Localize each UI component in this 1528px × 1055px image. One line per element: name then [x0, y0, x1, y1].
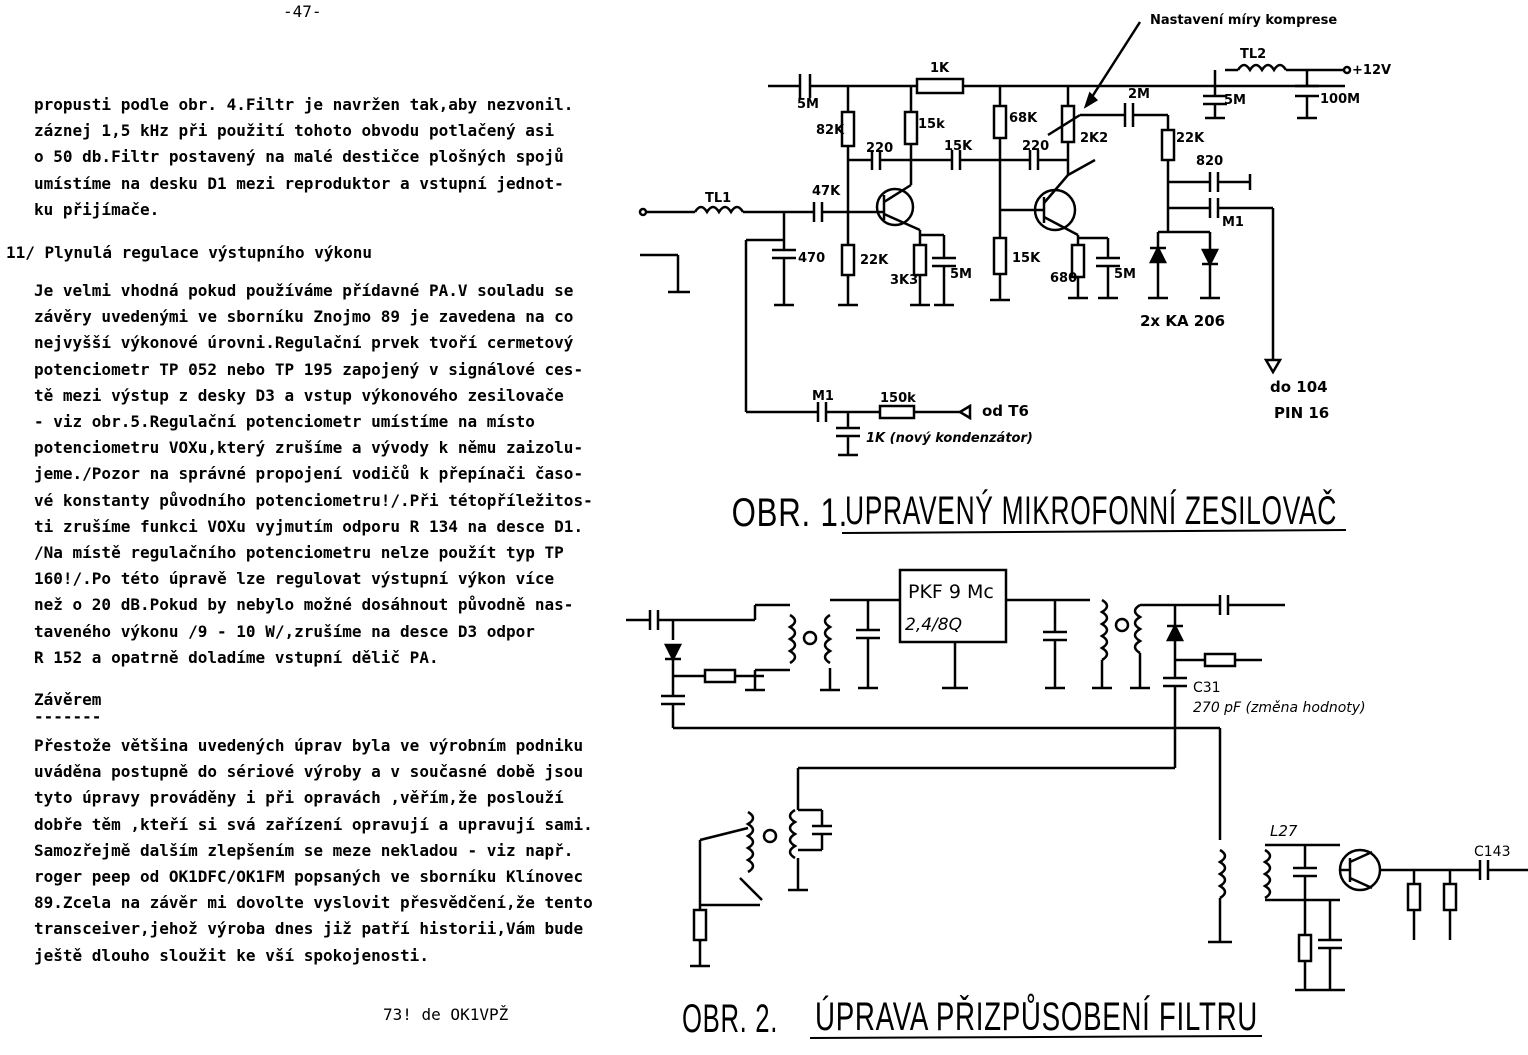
label-ka206: 2x KA 206	[1140, 312, 1225, 330]
text-line: o 50 db.Filtr postavený na malé destičce…	[34, 147, 564, 167]
label-220-b: 220	[1022, 139, 1049, 154]
label-l27: L27	[1270, 822, 1298, 840]
label-do104: do 104	[1270, 378, 1328, 396]
label-3k3: 3K3	[890, 273, 918, 288]
label-2m: 2M	[1128, 87, 1150, 102]
fig1-schematic: Nastavení míry komprese 5M 1K TL2 +12V 5…	[638, 13, 1391, 535]
text-line: transceiver,jehož výroba dnes již patří …	[34, 919, 584, 939]
text-line: nejvyšší výkonové úrovni.Regulační prvek…	[34, 333, 574, 353]
label-od-t6: od T6	[982, 402, 1029, 420]
label-82k: 82K	[816, 123, 845, 138]
text-line: tyto úpravy prováděny i při opravách ,vě…	[34, 788, 564, 808]
paragraph-filter: propusti podle obr. 4.Filtr je navržen t…	[34, 92, 614, 223]
section-heading-11: 11/ Plynulá regulace výstupního výkonu	[6, 243, 373, 262]
label-c31: C31	[1193, 680, 1221, 696]
text-line: 160!/.Po této úpravě lze regulovat výstu…	[34, 569, 555, 589]
text-line: /Na místě regulačního potenciometru nelz…	[34, 543, 564, 563]
text-line: jeme./Pozor na správné propojení vodičů …	[34, 464, 584, 484]
text-line: ti zrušíme funkci VOXu vyjmutím odporu R…	[34, 516, 584, 536]
label-47k: 47K	[812, 184, 841, 199]
label-tl2: TL2	[1240, 47, 1266, 62]
label-820: 820	[1196, 154, 1223, 169]
fig2-title-underline	[809, 1035, 1263, 1039]
label-c143: C143	[1474, 844, 1511, 860]
text-line: propusti podle obr. 4.Filtr je navržen t…	[34, 95, 574, 114]
text-line: ještě dlouho sloužit ke vší spokojenosti…	[34, 945, 429, 965]
text-line: uváděna postupně do sériové výroby a v s…	[34, 762, 584, 782]
label-pin16: PIN 16	[1274, 404, 1329, 422]
label-5m-d: 5M	[1114, 267, 1136, 282]
label-220-a: 220	[866, 141, 893, 156]
text-line: dobře těm ,kteří si svá zařízení opravuj…	[34, 814, 593, 834]
label-5m-b: 5M	[1224, 93, 1246, 108]
text-line: - viz obr.5.Regulační potenciometr umíst…	[34, 412, 535, 432]
label-2k2: 2K2	[1080, 131, 1108, 146]
text-line: R 152 a opatrně doladíme vstupní dělič P…	[34, 647, 439, 667]
label-470: 470	[798, 251, 825, 266]
section-heading-conclusion: Závěrem	[34, 690, 102, 709]
label-c31-value: 270 pF (změna hodnoty)	[1193, 700, 1366, 716]
text-line: potenciometru VOXu,který zrušíme a vývod…	[34, 438, 584, 458]
page-number: -47-	[283, 2, 322, 21]
fig1-annotation: Nastavení míry komprese	[1150, 13, 1337, 28]
text-line: než o 20 dB.Pokud by nebylo možné dosáhn…	[34, 595, 574, 615]
heading-underline: -------	[34, 707, 102, 726]
fig1-title-prefix: OBR. 1.	[732, 490, 848, 535]
label-150k: 150k	[880, 391, 916, 406]
label-680: 680	[1050, 271, 1077, 286]
paragraph-conclusion: Přestože většina uvedených úprav byla ve…	[34, 733, 614, 969]
label-22k-b: 22K	[860, 253, 889, 268]
fig2-title: ÚPRAVA PŘIZPŮSOBENÍ FILTRU	[815, 992, 1258, 1039]
text-line: taveného výkonu /9 - 10 W/,zrušíme na de…	[34, 621, 535, 641]
text-line: Samozřejmě dalším zlepšením se meze nekl…	[34, 840, 574, 860]
label-15k-a: 15k	[918, 117, 945, 132]
text-line: umístíme na desku D1 mezi reproduktor a …	[34, 173, 564, 193]
fig1-title: UPRAVENÝ MIKROFONNÍ ZESILOVAČ	[845, 488, 1337, 533]
label-5m-a: 5M	[797, 97, 819, 112]
label-m1-a: M1	[1222, 215, 1244, 230]
label-m1-b: M1	[812, 389, 834, 404]
text-line: ku přijímače.	[34, 199, 160, 219]
label-68k: 68K	[1009, 111, 1038, 126]
label-15k-c: 15K	[1012, 251, 1041, 266]
label-12v: +12V	[1352, 63, 1391, 78]
signature: 73! de OK1VPŽ	[383, 1005, 509, 1024]
label-15k-b: 15K	[944, 139, 973, 154]
paragraph-output-power: Je velmi vhodná pokud používáme přídavné…	[34, 278, 614, 671]
label-22k-a: 22K	[1176, 131, 1205, 146]
text-line: Je velmi vhodná pokud používáme přídavné…	[34, 281, 574, 300]
fig2-schematic: PKF 9 Mc 2,4/8Q C31 270 pF (změna hodnot…	[626, 568, 1528, 1041]
text-line: potenciometr TP 052 nebo TP 195 zapojený…	[34, 359, 584, 379]
label-5m-c: 5M	[950, 267, 972, 282]
text-line: záznej 1,5 kHz při použití tohoto obvodu…	[34, 121, 555, 141]
text-line: tě mezi výstup z desky D3 a vstup výkono…	[34, 385, 564, 405]
pkf-label-2: 2,4/8Q	[905, 615, 962, 635]
fig2-title-prefix: OBR. 2.	[682, 997, 778, 1041]
text-line: vé konstanty původního potenciometru!/.P…	[34, 490, 593, 510]
text-line: závěry uvedenými ve sborníku Znojmo 89 j…	[34, 307, 574, 327]
text-line: 89.Zcela na závěr mi dovolte vyslovit př…	[34, 893, 593, 913]
label-tl1: TL1	[705, 191, 731, 206]
pkf-label-1: PKF 9 Mc	[908, 581, 994, 603]
label-100m: 100M	[1320, 92, 1360, 107]
fig1-title-underline	[841, 529, 1347, 534]
text-line: roger peep od OK1DFC/OK1FM popsaných ve …	[34, 867, 584, 887]
text-line: Přestože většina uvedených úprav byla ve…	[34, 736, 584, 755]
label-1k: 1K	[930, 61, 950, 76]
label-1k-nov: 1K (nový kondenzátor)	[866, 431, 1033, 446]
